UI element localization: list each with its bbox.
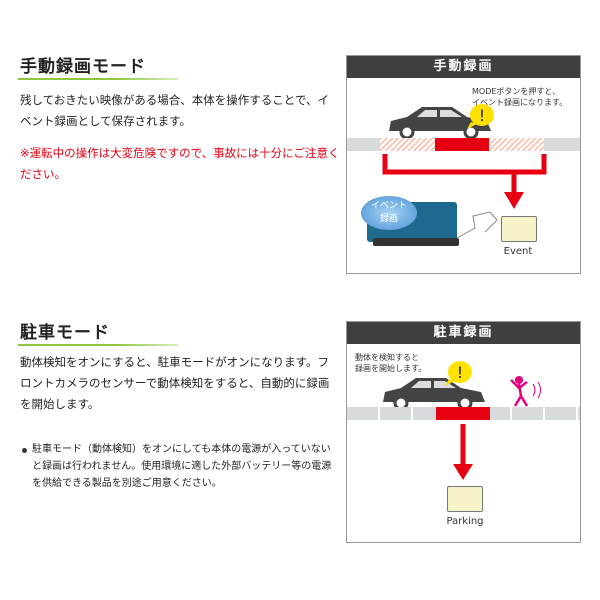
- manual-mode-heading: 手動録画モード: [20, 57, 146, 77]
- recording-segment: [436, 407, 490, 420]
- diagram-caption: MODEボタンを押すと、イベント録画になります。: [472, 87, 568, 107]
- buffer-before: [380, 138, 435, 151]
- alert-bubble-icon: !: [445, 361, 472, 386]
- manual-recording-diagram: 手動録画 MODEボタンを押すと、イベント録画になります。 ! イベント録画 E…: [346, 55, 581, 274]
- device-buttons: [373, 238, 459, 246]
- parking-recording-diagram: 駐車録画 動体を検知すると録画を開始します。 ! Parking: [346, 321, 581, 543]
- event-bubble: イベント録画: [361, 196, 417, 230]
- car-icon: [389, 107, 491, 140]
- parking-mode-heading: 駐車モード: [20, 323, 110, 343]
- panel-title: 手動録画: [347, 56, 580, 78]
- parking-mode-description: 動体検知をオンにすると、駐車モードがオンになります。フロントカメラのセンサーで動…: [20, 355, 330, 411]
- manual-mode-warning: ※運転中の操作は大変危険ですので、事故には十分にご注意ください。: [20, 146, 340, 181]
- event-folder-icon: [501, 216, 537, 242]
- heading-underline: [18, 344, 178, 346]
- heading-underline: [18, 78, 178, 80]
- buffer-after: [489, 138, 544, 151]
- manual-mode-description: 残しておきたい映像がある場合、本体を操作することで、イベント録画として保存されま…: [20, 93, 330, 128]
- diagram-caption: 動体を検知すると録画を開始します。: [355, 353, 427, 373]
- panel-title: 駐車録画: [347, 322, 580, 344]
- red-arrow-icon: [453, 424, 473, 480]
- car-icon: [383, 378, 485, 411]
- svg-text:!: !: [457, 363, 463, 382]
- bullet: [22, 448, 27, 453]
- folder-label: Parking: [446, 516, 484, 527]
- red-arrow-icon: [382, 154, 547, 209]
- alert-bubble-icon: !: [467, 104, 494, 129]
- hand-icon: [456, 211, 498, 239]
- svg-text:!: !: [479, 106, 485, 125]
- event-segment: [435, 138, 489, 151]
- parking-mode-note: 駐車モード（動体検知）をオンにしても本体の電源が入っていないと録画は行われません…: [32, 444, 332, 489]
- folder-label: Event: [503, 246, 533, 257]
- person-moving-icon: [510, 376, 541, 407]
- parking-folder-icon: [447, 486, 483, 512]
